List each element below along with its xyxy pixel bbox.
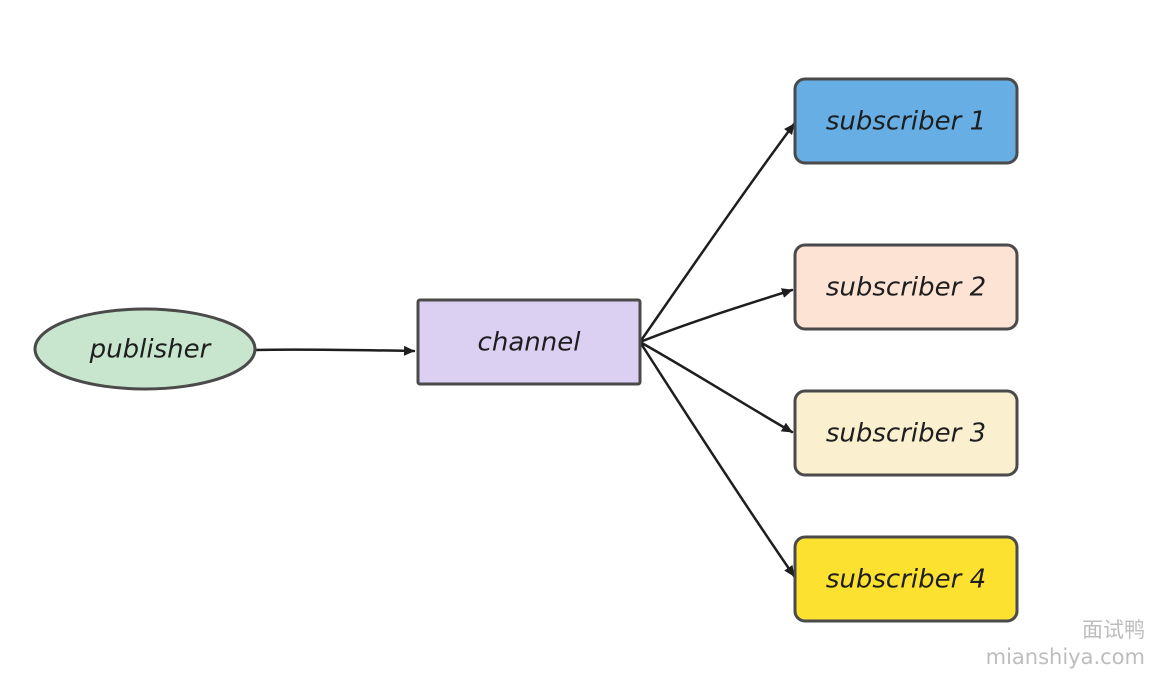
edge-channel-subscriber-4 [638, 340, 796, 578]
subscriber-2-node: subscriber 2 [793, 243, 1019, 331]
publisher-node: publisher [33, 307, 257, 391]
edge-publisher-channel [253, 345, 416, 356]
edge-channel-subscriber-2 [638, 288, 794, 344]
subscriber-3-label: subscriber 3 [826, 419, 986, 449]
subscriber-3-shape [793, 389, 1019, 477]
subscriber-1-label: subscriber 1 [826, 107, 986, 137]
subscriber-4-shape [793, 535, 1019, 623]
subscriber-2-label: subscriber 2 [826, 273, 986, 303]
subscriber-2-shape [793, 243, 1019, 331]
publisher-shape [33, 307, 257, 391]
channel-node: channel [416, 298, 642, 386]
subscriber-1-node: subscriber 1 [793, 77, 1019, 165]
subscriber-3-node: subscriber 3 [793, 389, 1019, 477]
edge-channel-subscriber-3 [638, 340, 794, 434]
publisher-label: publisher [89, 335, 213, 365]
subscriber-4-node: subscriber 4 [793, 535, 1019, 623]
watermark-brand: 面试鸭 [1082, 618, 1145, 642]
channel-shape [416, 298, 642, 386]
edges [253, 122, 796, 578]
watermark-url: mianshiya.com [985, 645, 1145, 669]
edge-channel-subscriber-1 [638, 122, 796, 344]
subscriber-1-shape [793, 77, 1019, 165]
subscriber-4-label: subscriber 4 [826, 565, 986, 595]
channel-label: channel [478, 328, 582, 358]
